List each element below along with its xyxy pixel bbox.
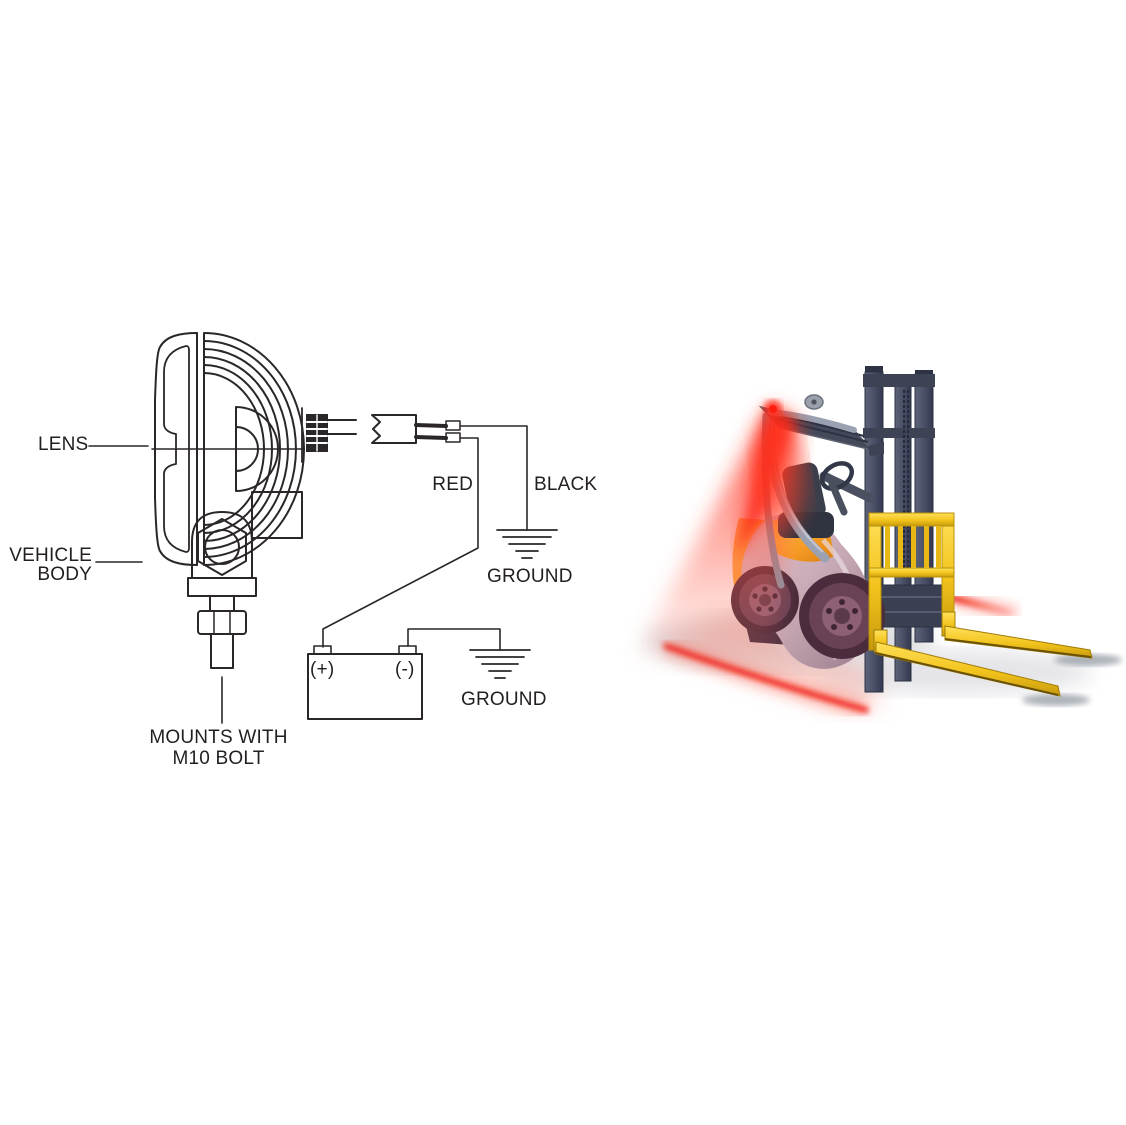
- forklift-photo: [636, 366, 1122, 719]
- steering-wheel: [819, 461, 855, 491]
- wiring-nets: [322, 425, 528, 651]
- black-lead: [414, 435, 448, 440]
- mounting-bracket: [187, 511, 257, 669]
- terminal-pin-bottom: [445, 432, 461, 443]
- roof-to-mast-link: [868, 442, 884, 456]
- battery: [307, 645, 423, 720]
- load-backrest: [868, 512, 955, 651]
- light-lens: [163, 345, 190, 553]
- lens-label: LENS: [38, 434, 89, 455]
- hex-nut: [197, 610, 247, 635]
- hex-bolt-head: [197, 518, 247, 576]
- front-wheel: [799, 573, 885, 659]
- battery-terminal-positive: [313, 645, 332, 655]
- fork-right: [941, 611, 1093, 659]
- tilt-cylinder: [819, 471, 875, 503]
- negative-wire-run: [407, 628, 501, 651]
- steering-column: [828, 480, 848, 516]
- lift-chain: [903, 390, 909, 580]
- terminal-pin-top: [445, 420, 461, 431]
- mount-tab: [251, 491, 303, 539]
- threaded-rod: [210, 633, 234, 669]
- forks: [873, 611, 1093, 697]
- bolt-stud: [209, 595, 235, 612]
- vehicle-body-label: VEHICLE BODY: [9, 545, 92, 585]
- battery-terminal-negative: [398, 645, 417, 655]
- power-cable: [327, 414, 461, 444]
- reflector: [235, 406, 279, 492]
- leader-lines: [88, 445, 223, 724]
- battery-negative-label: (-): [395, 659, 415, 680]
- wiring-diagram: [88, 332, 558, 724]
- ground-symbol-lower: [469, 649, 531, 679]
- red-wire-run: [322, 437, 479, 648]
- mount-note-label: MOUNTS WITH M10 BOLT: [149, 727, 288, 769]
- ground-lower-label: GROUND: [461, 689, 547, 710]
- black-wire-run: [459, 425, 528, 531]
- red-wire-label: RED: [432, 474, 473, 495]
- red-beam: [636, 406, 808, 660]
- cable-break-jacket: [371, 414, 417, 444]
- fork-left: [873, 629, 1061, 697]
- work-light-side-view: [151, 332, 305, 566]
- ground-symbol-upper: [496, 529, 558, 559]
- red-zone-light: [764, 400, 782, 418]
- red-floor-line-right: [949, 591, 1019, 621]
- cable-gland: [301, 407, 328, 463]
- battery-positive-label: (+): [310, 659, 335, 680]
- ground-upper-label: GROUND: [487, 566, 573, 587]
- red-lead: [414, 423, 448, 428]
- carriage: [879, 584, 947, 628]
- black-wire-label: BLACK: [534, 474, 598, 495]
